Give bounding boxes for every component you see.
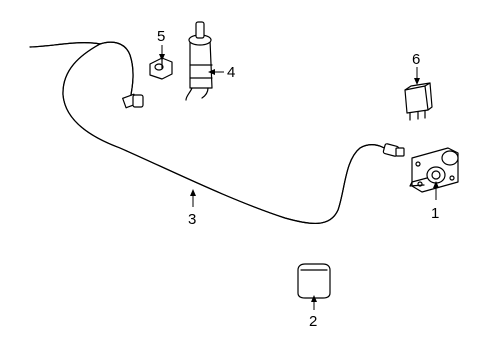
leader-3 [190, 189, 196, 207]
part-3-hose [29, 41, 405, 225]
callout-3: 3 [188, 211, 196, 228]
part-2-cover [297, 263, 331, 299]
leader-4 [208, 69, 224, 75]
callout-4: 4 [227, 64, 235, 81]
callout-1: 1 [431, 205, 439, 222]
part-4-pump [185, 21, 213, 101]
callout-2: 2 [309, 313, 317, 330]
part-5-fitting [149, 57, 173, 80]
leader-5 [159, 45, 165, 61]
callout-6: 6 [412, 51, 420, 68]
part-1-nozzle [409, 147, 459, 193]
leader-1 [433, 181, 439, 200]
leader-6 [414, 67, 420, 85]
callout-5: 5 [157, 28, 165, 45]
part-6-relay [404, 82, 433, 121]
leader-2 [311, 295, 317, 310]
